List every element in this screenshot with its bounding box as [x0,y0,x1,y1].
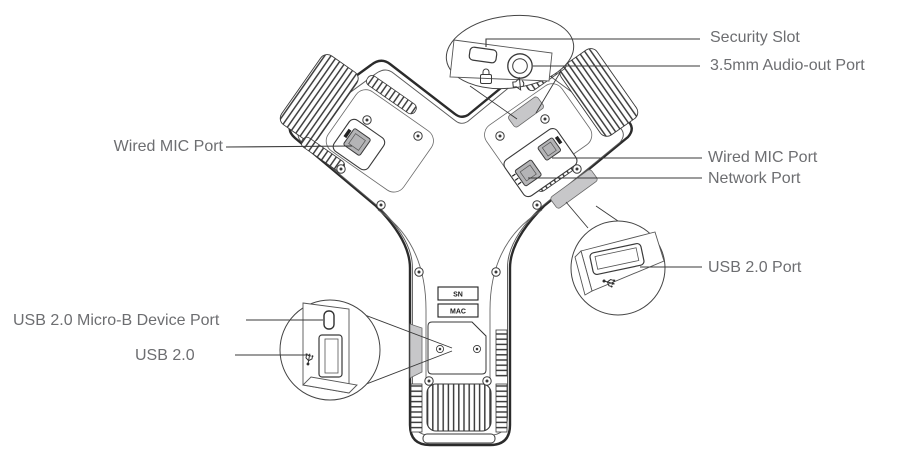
audio-jack-inner [512,58,528,74]
mic-port-left-inner [348,133,366,151]
usb-a-port-right [589,242,645,276]
left-arm-inner-panel [325,89,434,193]
label-usb-micro-b: USB 2.0 Micro-B Device Port [13,312,220,329]
mic-port-right [537,137,561,161]
speaker-icon [512,76,525,91]
mac-box [437,303,479,318]
sn-text: SN [453,292,463,299]
platform-edge-left [377,209,427,380]
side-rib-right [495,383,508,433]
left-callout [279,299,453,401]
mic-port-left-tab [343,128,352,139]
network-port [514,159,542,187]
label-usb-port: USB 2.0 Port [708,259,802,276]
label-wired-mic-left: Wired MIC Port [113,138,223,155]
side-rib-right-upper [495,329,508,377]
rubber-pads [409,96,598,379]
mic-port-right-inner [541,141,557,157]
usb-a-port-left-inner [324,338,339,374]
side-rib-left [410,383,423,433]
screw-plate [427,321,487,375]
plate-screw [436,345,444,353]
usb-a-port-left [318,334,343,378]
left-arm-grille [279,54,359,143]
mic-port-left [343,128,371,156]
screw-plate-notch [471,321,487,337]
label-wired-mic-right: Wired MIC Port [708,149,818,166]
audio-jack [507,53,533,79]
security-slot-opening [468,46,498,64]
micro-b-port [323,310,335,330]
right-arm-pad [550,169,598,209]
plate-screw [473,345,481,353]
mac-text: MAC [450,309,466,316]
label-usb: USB 2.0 [135,347,195,364]
security-area-pad [508,96,544,128]
top-callout [445,14,575,120]
right-arm-grille [559,48,639,137]
bottom-arm-details: SN MAC [410,286,508,444]
mic-port-right-tab [554,135,563,145]
leader-mic-left [225,145,353,148]
left-arm-details [279,54,434,193]
label-network-port: Network Port [708,170,801,187]
label-audio-out: 3.5mm Audio-out Port [710,57,865,74]
left-arm-edge-grille-top [366,75,417,115]
right-callout [565,201,666,316]
usb-a-port-right-inner [594,247,640,270]
speaker-grille [426,383,492,432]
label-security-slot: Security Slot [710,29,800,46]
usb-panel-bevel [302,376,358,394]
usb-flap [409,323,423,379]
platform-edge-right [489,209,543,380]
lock-icon [480,68,492,84]
leader-lines [225,38,702,356]
network-port-hatch [511,173,522,185]
foot-bar [422,433,496,444]
device-body: SN MAC [279,48,639,447]
sn-box [437,286,479,301]
leader-security-slot [485,38,700,47]
usb-wedge-side [574,250,593,296]
